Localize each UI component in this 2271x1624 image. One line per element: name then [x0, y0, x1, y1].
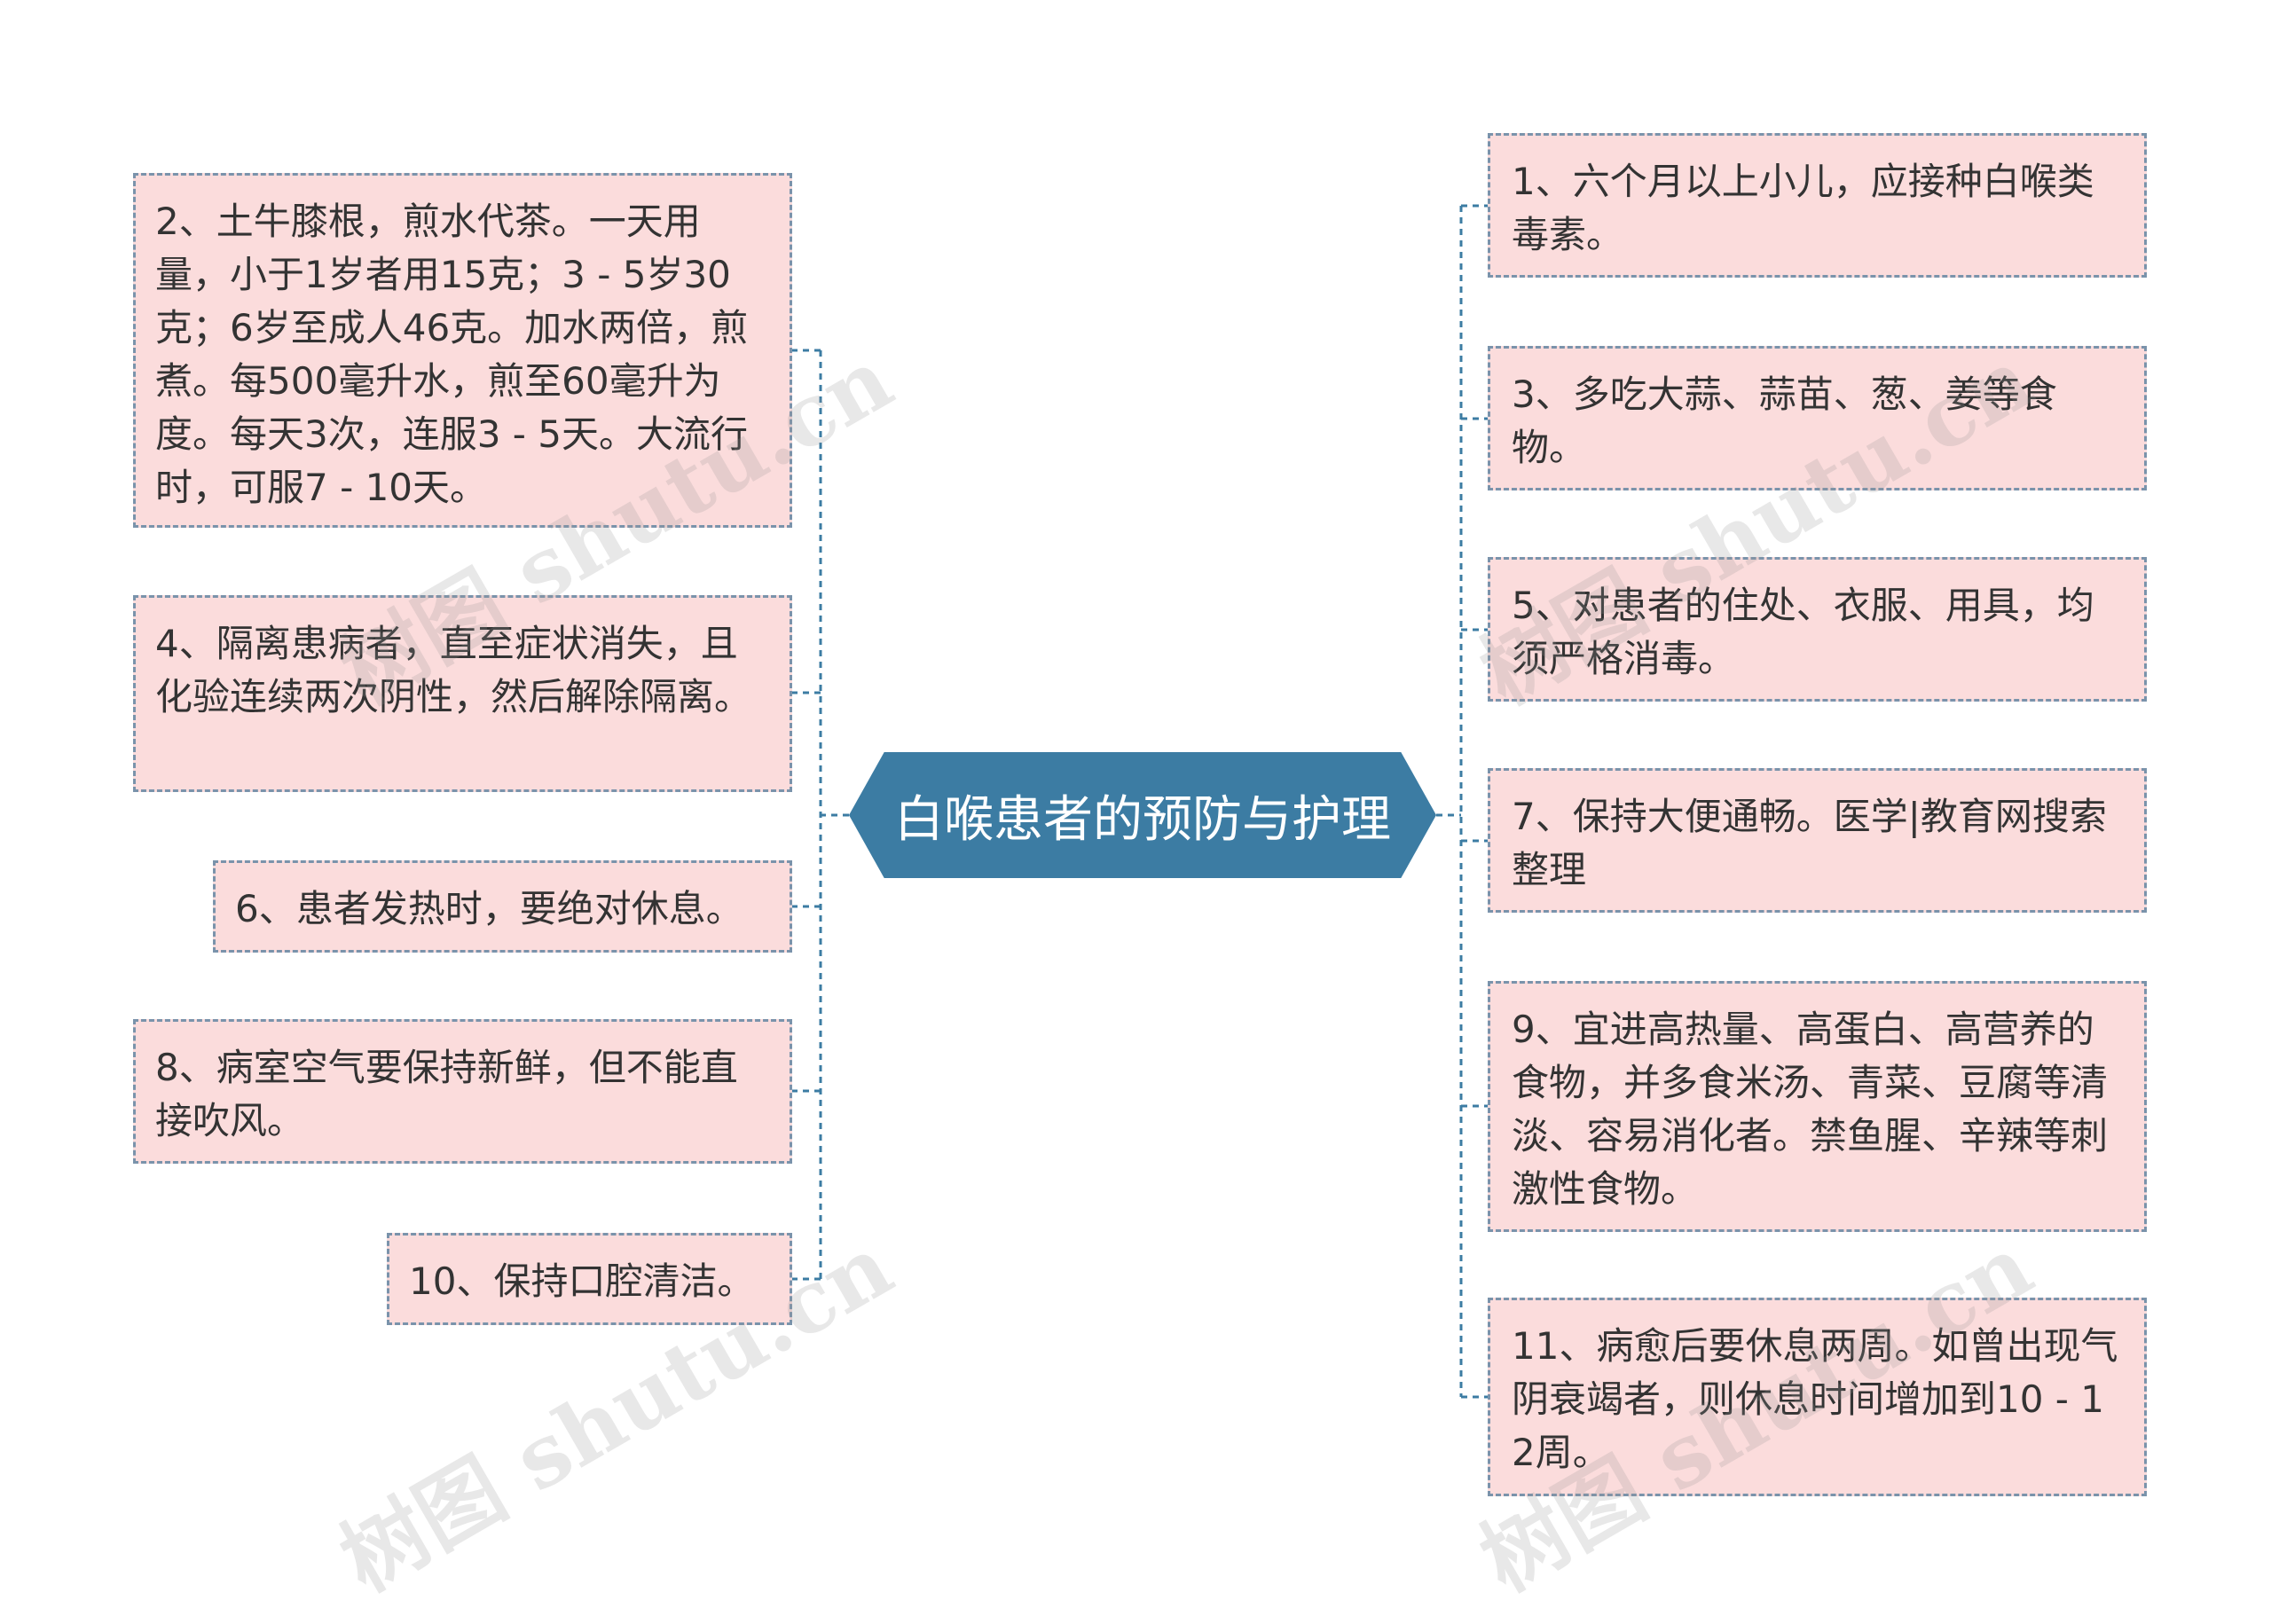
right-node-5[interactable]: 5、对患者的住处、衣服、用具，均须严格消毒。: [1488, 557, 2147, 702]
left-node-10[interactable]: 10、保持口腔清洁。: [387, 1233, 792, 1325]
right-node-1-text: 1、六个月以上小儿，应接种白喉类毒素。: [1512, 160, 2094, 256]
right-node-7-text: 7、保持大便通畅。医学|教育网搜索整理: [1512, 795, 2107, 891]
connector-left-trunk: [819, 350, 849, 1279]
right-node-5-text: 5、对患者的住处、衣服、用具，均须严格消毒。: [1512, 584, 2094, 680]
right-node-1[interactable]: 1、六个月以上小儿，应接种白喉类毒素。: [1488, 133, 2147, 278]
left-node-8-text: 8、病室空气要保持新鲜，但不能直接吹风。: [155, 1046, 738, 1142]
right-node-9[interactable]: 9、宜进高热量、高蛋白、高营养的食物，并多食米汤、青菜、豆腐等清淡、容易消化者。…: [1488, 981, 2147, 1232]
left-node-6[interactable]: 6、患者发热时，要绝对休息。: [213, 860, 792, 953]
left-node-2[interactable]: 2、土牛膝根，煎水代茶。一天用量，小于1岁者用15克；3 - 5岁30克；6岁至…: [133, 173, 792, 528]
right-node-3-text: 3、多吃大蒜、蒜苗、葱、姜等食物。: [1512, 373, 2057, 469]
right-node-7[interactable]: 7、保持大便通畅。医学|教育网搜索整理: [1488, 768, 2147, 913]
left-node-4-text: 4、隔离患病者，直至症状消失，且化验连续两次阴性，然后解除隔离。: [155, 622, 752, 718]
central-topic-label: 白喉患者的预防与护理: [894, 790, 1391, 849]
central-topic[interactable]: 白喉患者的预防与护理: [849, 752, 1436, 878]
left-node-2-text: 2、土牛膝根，煎水代茶。一天用量，小于1岁者用15克；3 - 5岁30克；6岁至…: [155, 200, 749, 509]
connector-right-trunk: [1436, 206, 1463, 1397]
left-node-8[interactable]: 8、病室空气要保持新鲜，但不能直接吹风。: [133, 1019, 792, 1164]
left-node-10-text: 10、保持口腔清洁。: [409, 1259, 755, 1303]
right-node-3[interactable]: 3、多吃大蒜、蒜苗、葱、姜等食物。: [1488, 346, 2147, 490]
right-node-11[interactable]: 11、病愈后要休息两周。如曾出现气阴衰竭者，则休息时间增加到10 - 12周。: [1488, 1298, 2147, 1496]
right-node-9-text: 9、宜进高热量、高蛋白、高营养的食物，并多食米汤、青菜、豆腐等清淡、容易消化者。…: [1512, 1008, 2109, 1211]
left-node-6-text: 6、患者发热时，要绝对休息。: [235, 887, 743, 930]
right-node-11-text: 11、病愈后要休息两周。如曾出现气阴衰竭者，则休息时间增加到10 - 12周。: [1512, 1324, 2118, 1474]
left-node-4[interactable]: 4、隔离患病者，直至症状消失，且化验连续两次阴性，然后解除隔离。: [133, 595, 792, 792]
